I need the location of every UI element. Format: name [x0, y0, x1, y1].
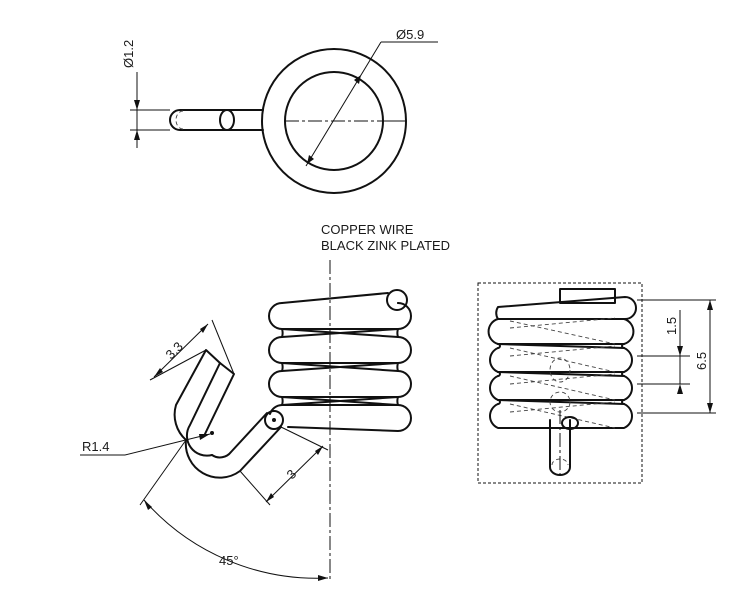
- coil-diameter-dimension: Ø5.9: [305, 27, 438, 167]
- leg-offset-dimension: 3: [239, 426, 329, 506]
- top-leg: [169, 109, 264, 131]
- side-coils: [487, 288, 637, 429]
- coil-diameter-label: Ø5.9: [396, 27, 424, 42]
- bend-radius-label: R1.4: [82, 439, 109, 454]
- side-leg: [549, 410, 579, 478]
- angle-label: 45°: [219, 553, 239, 568]
- front-hook: [173, 349, 284, 479]
- leg-offset-label: 3: [284, 466, 300, 482]
- body-length-label: 6.5: [694, 352, 709, 370]
- top-coil-outer: [261, 48, 407, 194]
- note-finish: BLACK ZINK PLATED: [321, 238, 450, 253]
- front-view: 3.3 3 R1.4 45°: [80, 260, 412, 581]
- wire-diameter-label: Ø1.2: [121, 40, 136, 68]
- side-view-frame: [477, 282, 643, 484]
- leg-length-label: 3.3: [163, 339, 186, 362]
- pitch-dimension: 1.5: [637, 310, 690, 394]
- pitch-label: 1.5: [664, 317, 679, 335]
- wire-diameter-dimension: Ø1.2: [121, 40, 170, 148]
- leg-length-dimension: 3.3: [149, 319, 235, 381]
- body-length-dimension: 6.5: [637, 299, 716, 414]
- notes: COPPER WIRE BLACK ZINK PLATED: [321, 222, 450, 253]
- front-coils: [268, 289, 412, 432]
- note-material: COPPER WIRE: [321, 222, 414, 237]
- angle-dimension: 45°: [139, 439, 329, 581]
- top-view: Ø1.2 Ø5.9: [121, 27, 438, 194]
- side-view: 1.5 6.5: [477, 282, 716, 484]
- bend-radius-dimension: R1.4: [80, 433, 211, 456]
